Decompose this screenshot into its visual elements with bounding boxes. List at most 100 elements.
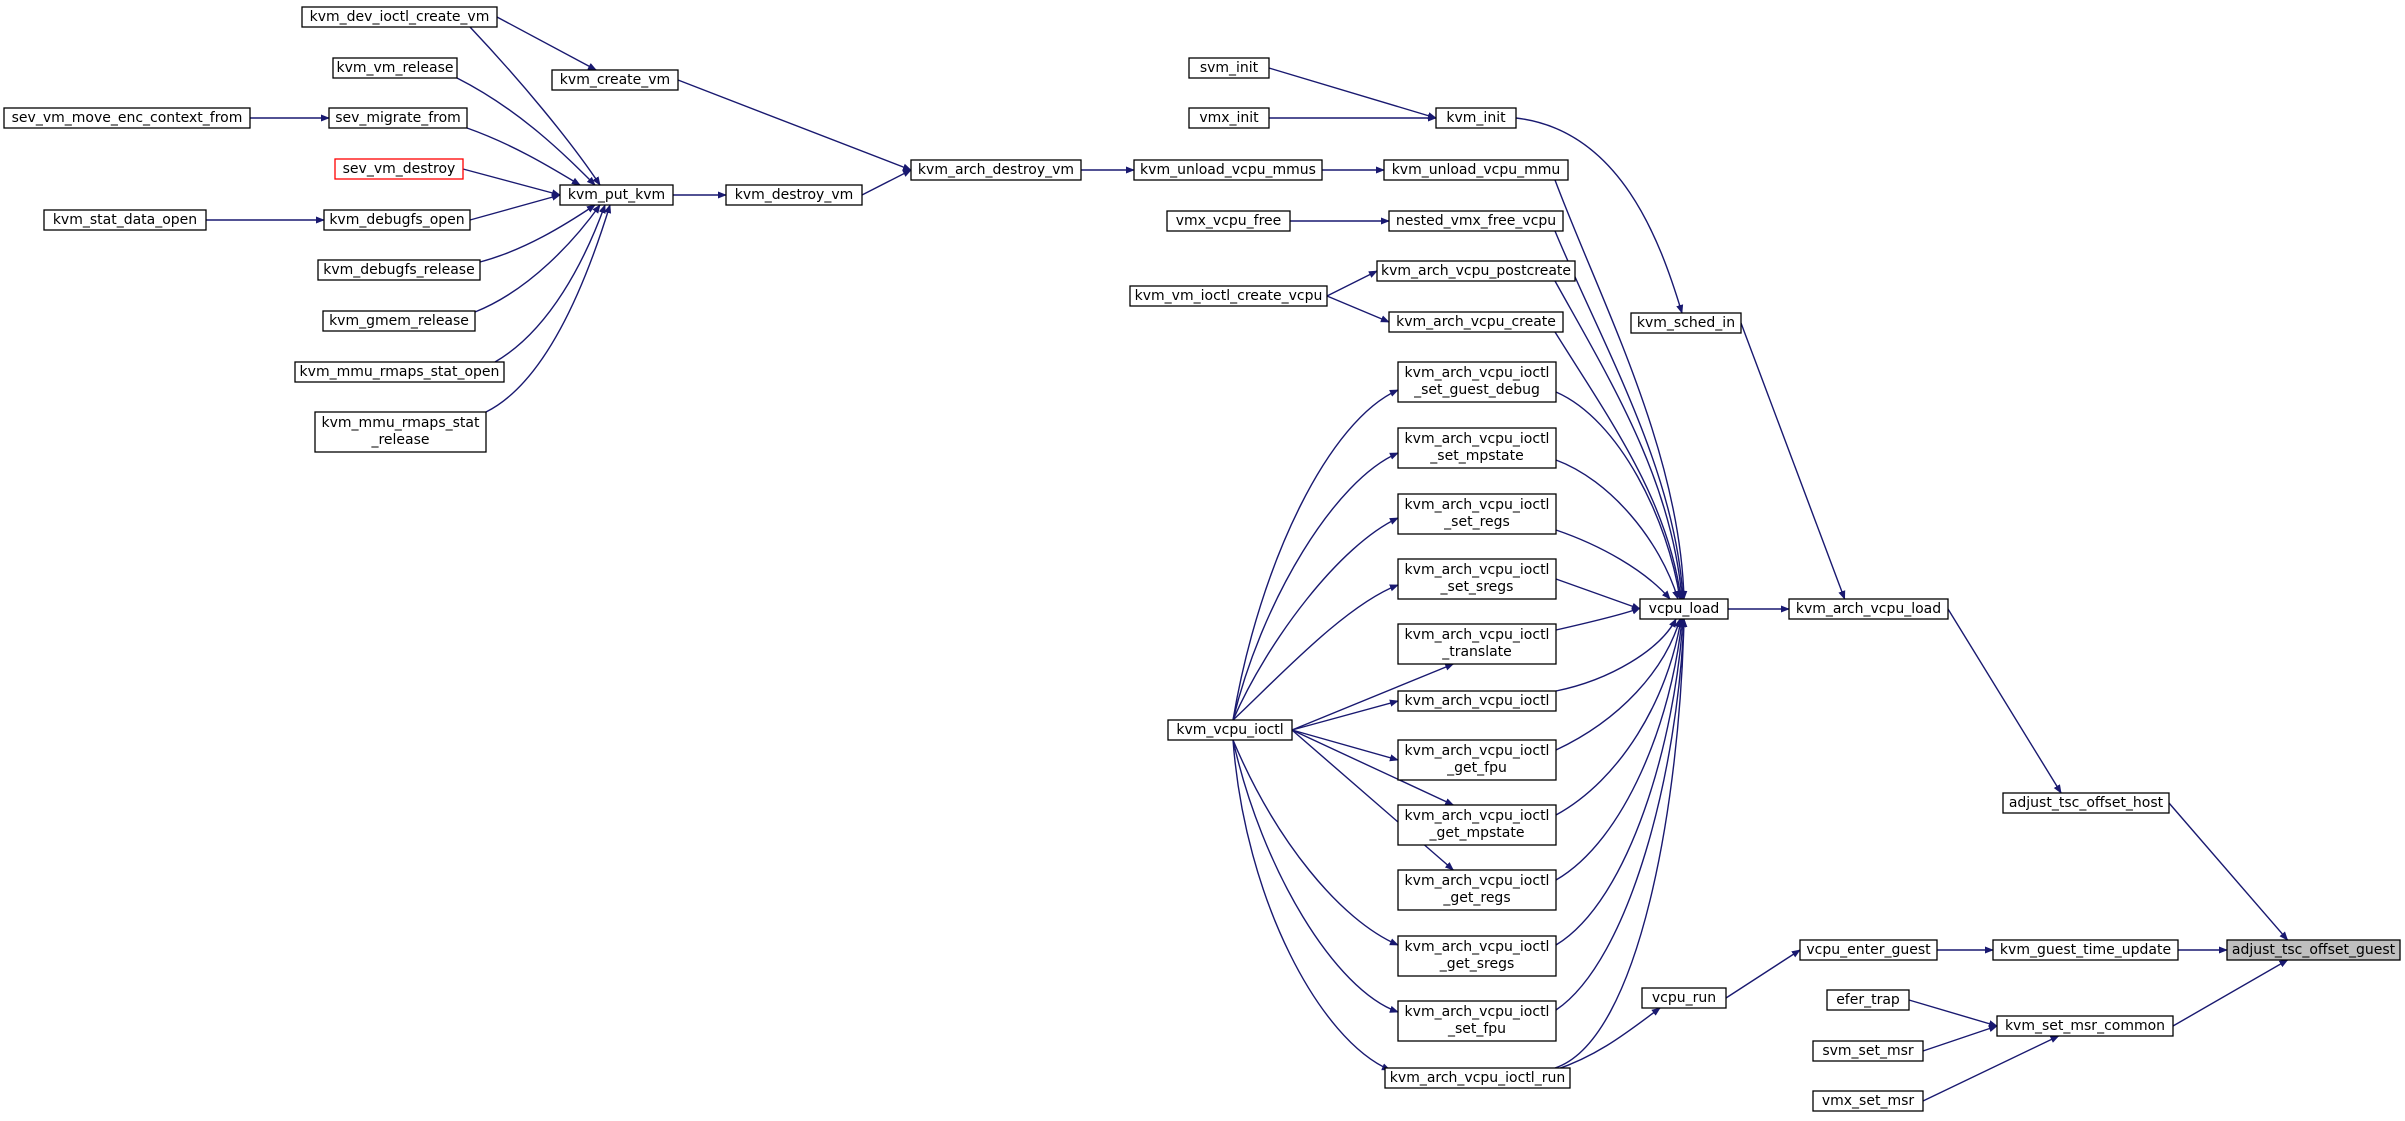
node-vcpu-load[interactable]: vcpu_load bbox=[1639, 598, 1729, 620]
node-box bbox=[1188, 107, 1270, 129]
node-kvm-dev-ioctl-create-vm[interactable]: kvm_dev_ioctl_create_vm bbox=[301, 6, 498, 28]
node-label: vcpu_run bbox=[1652, 990, 1716, 1006]
node-adjust-tsc-offset-guest[interactable]: adjust_tsc_offset_guest bbox=[2226, 939, 2401, 961]
node-box bbox=[1639, 598, 1729, 620]
edge-kvm_init-to-kvm_sched_in bbox=[1515, 117, 1684, 314]
node-label: _release bbox=[370, 432, 429, 448]
node-kvm-arch-vcpu-ioctl-set-fpu[interactable]: kvm_arch_vcpu_ioctl_set_fpu bbox=[1397, 1000, 1557, 1042]
node-kvm-arch-vcpu-ioctl-get-sregs[interactable]: kvm_arch_vcpu_ioctl_get_sregs bbox=[1397, 935, 1557, 977]
node-kvm-arch-vcpu-ioctl-set-sregs[interactable]: kvm_arch_vcpu_ioctl_set_sregs bbox=[1397, 558, 1557, 600]
node-efer-trap[interactable]: efer_trap bbox=[1826, 989, 1910, 1011]
node-label: kvm_create_vm bbox=[560, 72, 670, 88]
node-kvm-arch-vcpu-ioctl[interactable]: kvm_arch_vcpu_ioctl bbox=[1397, 690, 1557, 712]
node-kvm-arch-vcpu-ioctl-set-mpstate[interactable]: kvm_arch_vcpu_ioctl_set_mpstate bbox=[1397, 427, 1557, 469]
edge-kvm_vcpu_ioctl-to-kvm_arch_vcpu_ioctl_set_mpstate bbox=[1232, 452, 1399, 721]
edge-kvm_sched_in-to-kvm_arch_vcpu_load bbox=[1740, 322, 1846, 600]
node-label: kvm_unload_vcpu_mmus bbox=[1140, 162, 1316, 178]
node-label: kvm_sched_in bbox=[1637, 315, 1735, 331]
node-label: kvm_arch_vcpu_ioctl bbox=[1405, 808, 1550, 824]
node-kvm-arch-destroy-vm[interactable]: kvm_arch_destroy_vm bbox=[910, 159, 1082, 181]
node-sev-migrate-from[interactable]: sev_migrate_from bbox=[328, 107, 468, 129]
node-label: kvm_arch_destroy_vm bbox=[918, 162, 1074, 178]
node-label: kvm_arch_vcpu_ioctl bbox=[1405, 562, 1550, 578]
node-label: kvm_debugfs_release bbox=[323, 262, 474, 278]
node-kvm-mmu-rmaps-stat-open[interactable]: kvm_mmu_rmaps_stat_open bbox=[294, 361, 505, 383]
node-label: vmx_vcpu_free bbox=[1176, 213, 1282, 229]
edge-kvm_vcpu_ioctl-to-kvm_arch_vcpu_ioctl_get_sregs bbox=[1232, 739, 1399, 946]
node-box bbox=[323, 209, 471, 231]
node-kvm-arch-vcpu-ioctl-set-regs[interactable]: kvm_arch_vcpu_ioctl_set_regs bbox=[1397, 493, 1557, 535]
edge-svm_set_msr-to-kvm_set_msr_common bbox=[1922, 1025, 1998, 1052]
node-kvm-unload-vcpu-mmu[interactable]: kvm_unload_vcpu_mmu bbox=[1383, 159, 1569, 181]
edge-kvm_arch_vcpu_ioctl_run-to-vcpu_run bbox=[1554, 1007, 1661, 1071]
node-label: kvm_arch_vcpu_ioctl bbox=[1405, 431, 1550, 447]
node-kvm-arch-vcpu-load[interactable]: kvm_arch_vcpu_load bbox=[1788, 598, 1949, 620]
node-kvm-init[interactable]: kvm_init bbox=[1435, 107, 1517, 129]
node-kvm-stat-data-open[interactable]: kvm_stat_data_open bbox=[43, 209, 207, 231]
node-kvm-arch-vcpu-create[interactable]: kvm_arch_vcpu_create bbox=[1388, 311, 1564, 333]
node-kvm-unload-vcpu-mmus[interactable]: kvm_unload_vcpu_mmus bbox=[1133, 159, 1323, 181]
node-label: kvm_arch_vcpu_postcreate bbox=[1381, 263, 1571, 279]
node-label: kvm_unload_vcpu_mmu bbox=[1392, 162, 1561, 178]
node-kvm-vm-release[interactable]: kvm_vm_release bbox=[332, 57, 458, 79]
node-vcpu-enter-guest[interactable]: vcpu_enter_guest bbox=[1799, 939, 1938, 961]
edge-kvm_arch_vcpu_ioctl_set_guest_debug-to-vcpu_load bbox=[1555, 391, 1683, 600]
edge-kvm_destroy_vm-to-kvm_arch_destroy_vm bbox=[861, 169, 912, 196]
node-adjust-tsc-offset-host[interactable]: adjust_tsc_offset_host bbox=[2002, 792, 2170, 814]
node-box bbox=[1788, 598, 1949, 620]
edge-kvm_vm_ioctl_create_vcpu-to-kvm_arch_vcpu_postcreate bbox=[1326, 270, 1378, 297]
node-kvm-gmem-release[interactable]: kvm_gmem_release bbox=[322, 310, 476, 332]
node-box bbox=[1383, 159, 1569, 181]
node-label: kvm_dev_ioctl_create_vm bbox=[310, 9, 490, 25]
node-vmx-set-msr[interactable]: vmx_set_msr bbox=[1812, 1090, 1924, 1112]
node-box bbox=[1812, 1040, 1924, 1062]
node-kvm-arch-vcpu-ioctl-set-guest-debug[interactable]: kvm_arch_vcpu_ioctl_set_guest_debug bbox=[1397, 361, 1557, 403]
node-label: kvm_arch_vcpu_ioctl bbox=[1405, 1004, 1550, 1020]
node-kvm-arch-vcpu-ioctl-translate[interactable]: kvm_arch_vcpu_ioctl_translate bbox=[1397, 623, 1557, 665]
node-kvm-debugfs-open[interactable]: kvm_debugfs_open bbox=[323, 209, 471, 231]
node-label: kvm_destroy_vm bbox=[735, 187, 854, 203]
node-vmx-vcpu-free[interactable]: vmx_vcpu_free bbox=[1166, 210, 1291, 232]
edge-kvm_create_vm-to-kvm_arch_destroy_vm bbox=[677, 79, 912, 171]
node-box bbox=[1167, 719, 1293, 741]
edge-layer bbox=[206, 16, 2289, 1102]
node-box bbox=[1384, 1067, 1571, 1089]
node-sev-vm-destroy[interactable]: sev_vm_destroy bbox=[334, 158, 464, 180]
node-vcpu-run[interactable]: vcpu_run bbox=[1641, 987, 1727, 1009]
node-vmx-init[interactable]: vmx_init bbox=[1188, 107, 1270, 129]
node-label: kvm_arch_vcpu_ioctl bbox=[1405, 939, 1550, 955]
node-box bbox=[1388, 311, 1564, 333]
node-label: kvm_vm_ioctl_create_vcpu bbox=[1135, 288, 1323, 304]
node-kvm-sched-in[interactable]: kvm_sched_in bbox=[1630, 312, 1742, 334]
edge-kvm_mmu_rmaps_stat_release-to-kvm_put_kvm bbox=[485, 204, 612, 413]
node-kvm-set-msr-common[interactable]: kvm_set_msr_common bbox=[1996, 1015, 2174, 1037]
edge-sev_migrate_from-to-kvm_put_kvm bbox=[466, 127, 581, 186]
node-kvm-put-kvm[interactable]: kvm_put_kvm bbox=[559, 184, 674, 206]
node-box bbox=[1397, 427, 1557, 469]
edge-kvm_vcpu_ioctl-to-kvm_arch_vcpu_ioctl_run bbox=[1232, 739, 1391, 1071]
edge-kvm_arch_vcpu_ioctl_get_sregs-to-vcpu_load bbox=[1555, 618, 1687, 946]
node-kvm-arch-vcpu-postcreate[interactable]: kvm_arch_vcpu_postcreate bbox=[1376, 260, 1576, 282]
node-kvm-vcpu-ioctl[interactable]: kvm_vcpu_ioctl bbox=[1167, 719, 1293, 741]
edge-kvm_arch_vcpu_postcreate-to-vcpu_load bbox=[1554, 280, 1685, 600]
node-svm-init[interactable]: svm_init bbox=[1188, 57, 1270, 79]
node-nested-vmx-free-vcpu[interactable]: nested_vmx_free_vcpu bbox=[1388, 210, 1564, 232]
node-label: kvm_init bbox=[1446, 110, 1506, 126]
node-kvm-guest-time-update[interactable]: kvm_guest_time_update bbox=[1992, 939, 2179, 961]
node-sev-vm-move-enc-context-from[interactable]: sev_vm_move_enc_context_from bbox=[3, 107, 251, 129]
node-svm-set-msr[interactable]: svm_set_msr bbox=[1812, 1040, 1924, 1062]
node-kvm-arch-vcpu-ioctl-get-mpstate[interactable]: kvm_arch_vcpu_ioctl_get_mpstate bbox=[1397, 804, 1557, 846]
edge-kvm_arch_vcpu_ioctl_set_sregs-to-vcpu_load bbox=[1555, 578, 1641, 610]
node-kvm-arch-vcpu-ioctl-get-fpu[interactable]: kvm_arch_vcpu_ioctl_get_fpu bbox=[1397, 739, 1557, 781]
node-kvm-arch-vcpu-ioctl-get-regs[interactable]: kvm_arch_vcpu_ioctl_get_regs bbox=[1397, 869, 1557, 911]
node-kvm-destroy-vm[interactable]: kvm_destroy_vm bbox=[725, 184, 863, 206]
node-label: kvm_debugfs_open bbox=[329, 212, 464, 228]
node-kvm-vm-ioctl-create-vcpu[interactable]: kvm_vm_ioctl_create_vcpu bbox=[1129, 285, 1328, 307]
node-label: kvm_mmu_rmaps_stat_open bbox=[300, 364, 500, 380]
node-kvm-mmu-rmaps-stat-release[interactable]: kvm_mmu_rmaps_stat_release bbox=[314, 411, 487, 453]
node-box bbox=[3, 107, 251, 129]
node-kvm-create-vm[interactable]: kvm_create_vm bbox=[551, 69, 679, 91]
node-kvm-debugfs-release[interactable]: kvm_debugfs_release bbox=[317, 259, 481, 281]
node-kvm-arch-vcpu-ioctl-run[interactable]: kvm_arch_vcpu_ioctl_run bbox=[1384, 1067, 1571, 1089]
